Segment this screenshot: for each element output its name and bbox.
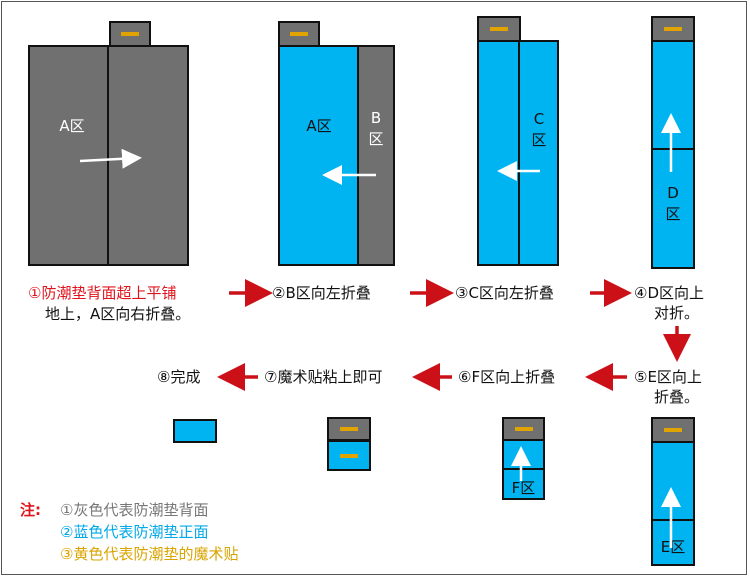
fold-line [653,519,693,521]
velcro-strip-blue [340,453,358,458]
velcro-strip [121,32,139,36]
zone-f-label: F区 [511,479,536,497]
step5-caption-line1: ⑤E区向上 [634,368,702,386]
zone-e-label: E区 [660,538,686,556]
step6-caption: ⑥F区向上折叠 [458,368,556,386]
zone-d-label-bottom: 区 [665,205,681,223]
step1-caption-line1: ①防潮垫背面超上平铺 [28,284,177,302]
step3-caption: ③C区向左折叠 [455,284,554,302]
velcro-strip [340,427,358,431]
fold-line [504,468,543,470]
note-label: 注: [20,501,41,519]
velcro-strip [490,27,508,31]
zone-a-label-step2: A区 [306,117,332,135]
mat-step2-gray [357,45,395,266]
velcro-tab-step5 [651,417,695,443]
note-line-gray: ①灰色代表防潮垫背面 [60,501,209,519]
step4-caption-line1: ④D区向上 [634,284,704,302]
step5-caption-line2: 折叠。 [654,388,700,406]
step7-caption: ⑦魔术贴粘上即可 [264,368,383,386]
fold-arrow-right [79,148,142,169]
velcro-strip [514,427,533,431]
mat-step4 [651,40,695,269]
step2-caption: ②B区向左折叠 [272,284,371,302]
fold-line [518,42,520,264]
note-line-yellow: ③黄色代表防潮垫的魔术贴 [60,545,239,563]
step8-caption: ⑧完成 [157,368,201,386]
zone-c-label-bottom: 区 [531,131,547,149]
mat-step2-blue [278,45,360,266]
velcro-strip [290,32,308,36]
mat-step8-finished [173,419,217,443]
velcro-strip [664,27,682,31]
zone-a-label: A区 [59,117,85,135]
zone-b-label-top: B [370,109,382,127]
zone-c-label-top: C [533,110,545,128]
mat-step7 [327,440,371,471]
zone-d-label-top: D [667,184,679,202]
step1-caption-line2: 地上，A区向右折叠。 [45,305,191,323]
step4-caption-line2: 对折。 [654,304,700,322]
fold-line [107,47,109,264]
fold-line [653,148,693,150]
note-line-blue: ②蓝色代表防潮垫正面 [60,523,209,541]
velcro-strip [664,428,682,432]
zone-b-label-bottom: 区 [368,130,384,148]
